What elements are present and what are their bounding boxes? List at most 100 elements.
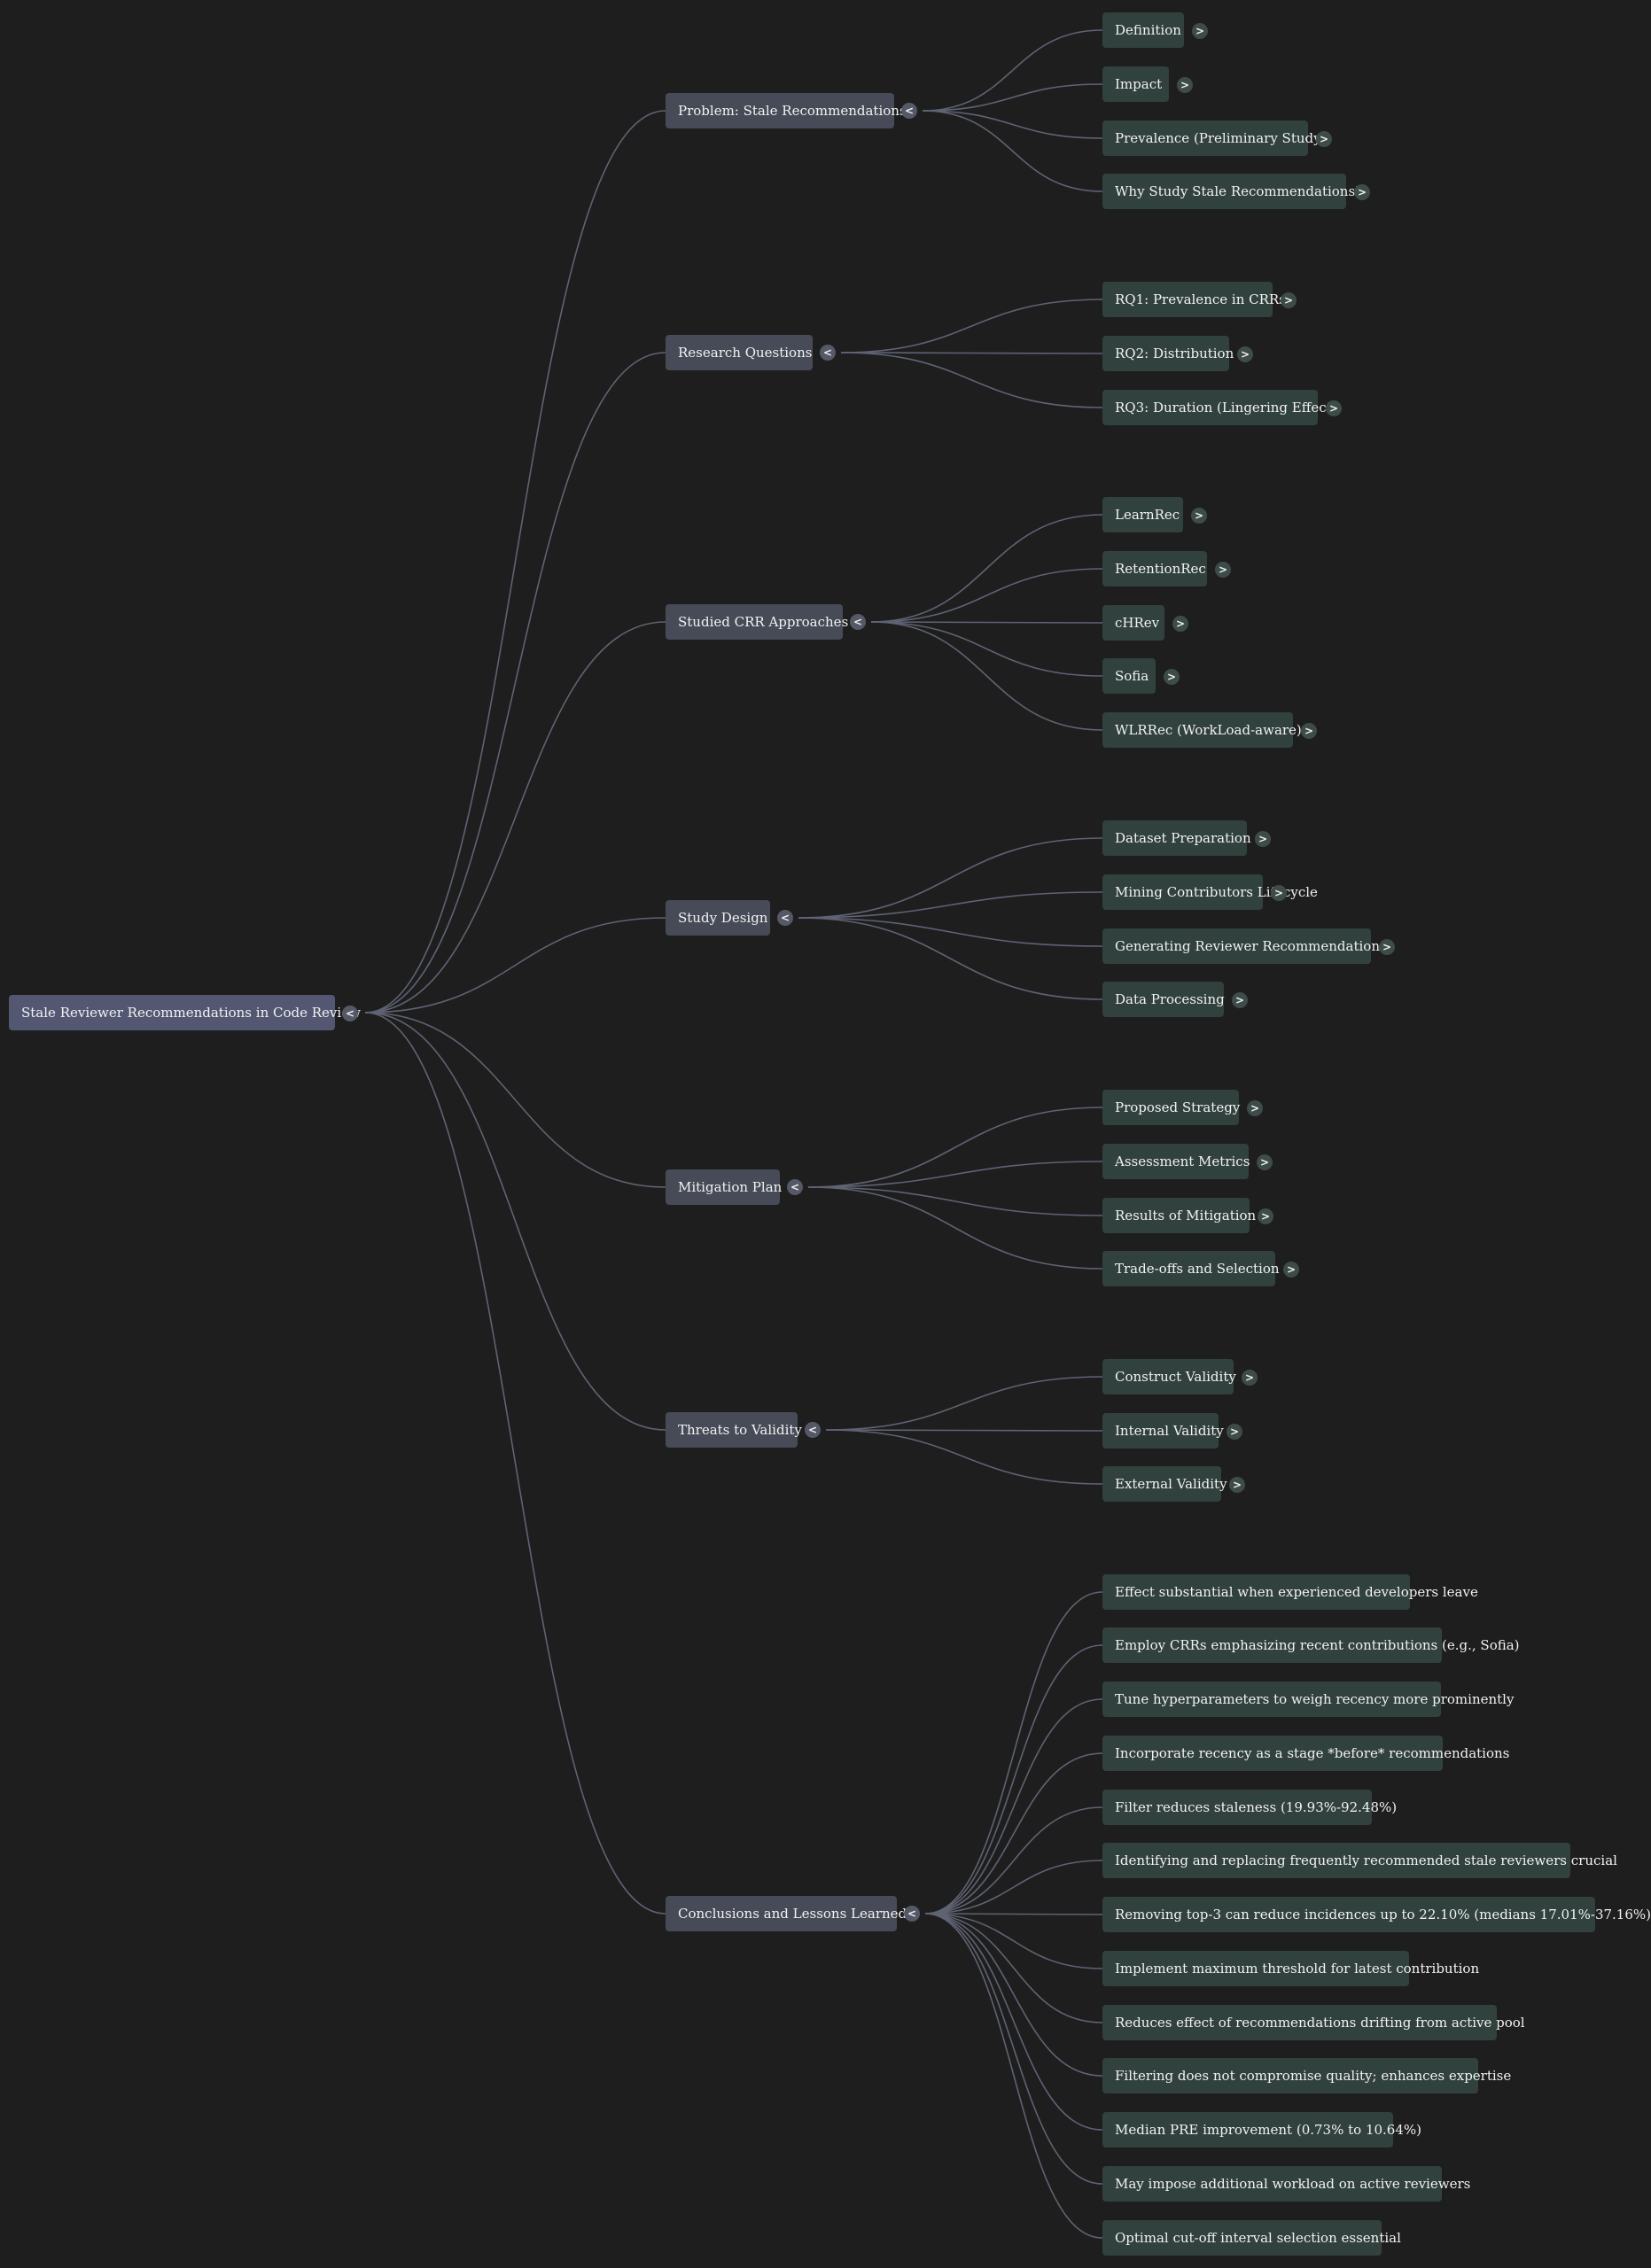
leaf-expand-toggle[interactable]: > <box>1258 1208 1273 1224</box>
link-branch-to-leaf <box>798 891 1103 919</box>
leaf-node[interactable]: Assessment Metrics <box>1102 1144 1250 1179</box>
leaf-expand-toggle[interactable]: > <box>1227 1424 1242 1440</box>
branch-node[interactable]: Studied CRR Approaches <box>666 604 848 640</box>
leaf-node[interactable]: Definition <box>1102 12 1184 48</box>
link-branch-to-leaf <box>798 917 1103 947</box>
leaf-expand-toggle[interactable]: > <box>1301 723 1317 739</box>
leaf-expand-toggle[interactable]: > <box>1172 616 1188 632</box>
link-branch-to-leaf <box>924 1698 1103 1915</box>
leaf-node[interactable]: Results of Mitigation <box>1102 1198 1256 1233</box>
leaf-node[interactable]: RetentionRec <box>1102 551 1207 586</box>
leaf-expand-toggle[interactable]: > <box>1326 400 1342 416</box>
leaf-node[interactable]: Optimal cut-off interval selection essen… <box>1102 2220 1401 2256</box>
leaf-expand-toggle[interactable]: > <box>1215 562 1231 578</box>
link-branch-to-leaf <box>870 514 1103 623</box>
leaf-node[interactable]: LearnRec <box>1102 497 1183 532</box>
link-root-to-branch <box>364 110 666 1014</box>
leaf-node[interactable]: Implement maximum threshold for latest c… <box>1102 1951 1479 1986</box>
leaf-node[interactable]: Trade-offs and Selection <box>1102 1251 1280 1286</box>
leaf-node[interactable]: Incorporate recency as a stage *before* … <box>1102 1736 1509 1771</box>
leaf-expand-toggle[interactable]: > <box>1232 992 1248 1008</box>
leaf-expand-toggle[interactable]: > <box>1192 23 1208 39</box>
leaf-expand-toggle[interactable]: > <box>1229 1477 1245 1493</box>
branch-collapse-toggle[interactable]: < <box>820 345 836 361</box>
link-branch-to-leaf <box>924 1913 1103 2131</box>
root-collapse-toggle[interactable]: < <box>342 1006 358 1021</box>
leaf-node[interactable]: Prevalence (Preliminary Study) <box>1102 120 1326 156</box>
link-branch-to-leaf <box>825 1376 1103 1431</box>
leaf-node[interactable]: Construct Validity <box>1102 1359 1236 1394</box>
branch-collapse-toggle[interactable]: < <box>777 910 793 926</box>
link-branch-to-leaf <box>870 621 1103 731</box>
leaf-node[interactable]: Sofia <box>1102 658 1156 694</box>
link-branch-to-leaf <box>870 568 1103 623</box>
leaf-node[interactable]: Effect substantial when experienced deve… <box>1102 1574 1478 1610</box>
leaf-node[interactable]: External Validity <box>1102 1466 1227 1502</box>
link-branch-to-leaf <box>924 1913 1103 2185</box>
leaf-expand-toggle[interactable]: > <box>1271 885 1287 901</box>
leaf-node[interactable]: Filter reduces staleness (19.93%-92.48%) <box>1102 1790 1397 1825</box>
leaf-expand-toggle[interactable]: > <box>1164 669 1180 685</box>
leaf-node[interactable]: Proposed Strategy <box>1102 1090 1240 1125</box>
leaf-node[interactable]: Median PRE improvement (0.73% to 10.64%) <box>1102 2112 1421 2148</box>
branch-node[interactable]: Mitigation Plan <box>666 1169 782 1205</box>
leaf-node[interactable]: Tune hyperparameters to weigh recency mo… <box>1102 1682 1514 1717</box>
leaf-expand-toggle[interactable]: > <box>1283 1262 1299 1278</box>
leaf-node[interactable]: cHRev <box>1102 605 1164 641</box>
link-branch-to-leaf <box>922 29 1103 112</box>
branch-node[interactable]: Study Design <box>666 900 770 936</box>
leaf-expand-toggle[interactable]: > <box>1257 1154 1273 1170</box>
link-branch-to-leaf <box>840 299 1103 353</box>
link-branch-to-leaf <box>825 1429 1103 1432</box>
leaf-node[interactable]: Why Study Stale Recommendations? <box>1102 174 1362 209</box>
leaf-expand-toggle[interactable]: > <box>1354 184 1370 200</box>
link-branch-to-leaf <box>798 917 1103 1000</box>
leaf-expand-toggle[interactable]: > <box>1242 1370 1258 1386</box>
branch-collapse-toggle[interactable]: < <box>904 1906 920 1922</box>
leaf-expand-toggle[interactable]: > <box>1255 831 1271 847</box>
branch-collapse-toggle[interactable]: < <box>787 1179 803 1195</box>
leaf-expand-toggle[interactable]: > <box>1379 939 1395 955</box>
branch-collapse-toggle[interactable]: < <box>805 1422 821 1438</box>
link-branch-to-leaf <box>922 83 1103 112</box>
leaf-node[interactable]: Identifying and replacing frequently rec… <box>1102 1843 1617 1878</box>
leaf-expand-toggle[interactable]: > <box>1281 292 1297 308</box>
branch-node[interactable]: Conclusions and Lessons Learned <box>666 1896 907 1931</box>
link-root-to-branch <box>364 1012 666 1431</box>
leaf-node[interactable]: Filtering does not compromise quality; e… <box>1102 2058 1511 2093</box>
leaf-node[interactable]: RQ3: Duration (Lingering Effect) <box>1102 390 1337 425</box>
root-node[interactable]: Stale Reviewer Recommendations in Code R… <box>9 995 361 1030</box>
leaf-node[interactable]: Mining Contributors Lifecycle <box>1102 874 1318 910</box>
link-branch-to-leaf <box>924 1644 1103 1915</box>
leaf-node[interactable]: Generating Reviewer Recommendations <box>1102 928 1387 964</box>
leaf-node[interactable]: Impact <box>1102 66 1169 102</box>
branch-node[interactable]: Threats to Validity <box>666 1412 802 1448</box>
branch-collapse-toggle[interactable]: < <box>850 614 866 630</box>
leaf-expand-toggle[interactable]: > <box>1191 508 1207 524</box>
leaf-node[interactable]: Data Processing <box>1102 982 1225 1017</box>
leaf-node[interactable]: RQ2: Distribution <box>1102 336 1234 371</box>
link-branch-to-leaf <box>870 621 1103 624</box>
leaf-node[interactable]: RQ1: Prevalence in CRRs <box>1102 282 1286 317</box>
leaf-expand-toggle[interactable]: > <box>1316 131 1332 147</box>
link-root-to-branch <box>364 621 666 1014</box>
leaf-node[interactable]: Employ CRRs emphasizing recent contribut… <box>1102 1627 1520 1663</box>
link-branch-to-leaf <box>924 1913 1103 2239</box>
link-branch-to-leaf <box>840 352 1103 408</box>
link-branch-to-leaf <box>924 1913 1103 1969</box>
link-branch-to-leaf <box>924 1860 1103 1915</box>
branch-node[interactable]: Research Questions <box>666 335 813 370</box>
leaf-expand-toggle[interactable]: > <box>1237 346 1253 362</box>
branch-collapse-toggle[interactable]: < <box>901 103 917 119</box>
leaf-node[interactable]: Removing top-3 can reduce incidences up … <box>1102 1897 1651 1932</box>
leaf-node[interactable]: Reduces effect of recommendations drifti… <box>1102 2005 1525 2040</box>
branch-node[interactable]: Problem: Stale Recommendations <box>666 93 907 128</box>
link-branch-to-leaf <box>924 1806 1103 1915</box>
leaf-node[interactable]: May impose additional workload on active… <box>1102 2166 1470 2202</box>
leaf-expand-toggle[interactable]: > <box>1177 77 1193 93</box>
leaf-node[interactable]: Dataset Preparation <box>1102 820 1251 856</box>
leaf-node[interactable]: Internal Validity <box>1102 1413 1224 1449</box>
leaf-expand-toggle[interactable]: > <box>1247 1100 1263 1116</box>
leaf-node[interactable]: WLRRec (WorkLoad-aware) <box>1102 712 1302 748</box>
